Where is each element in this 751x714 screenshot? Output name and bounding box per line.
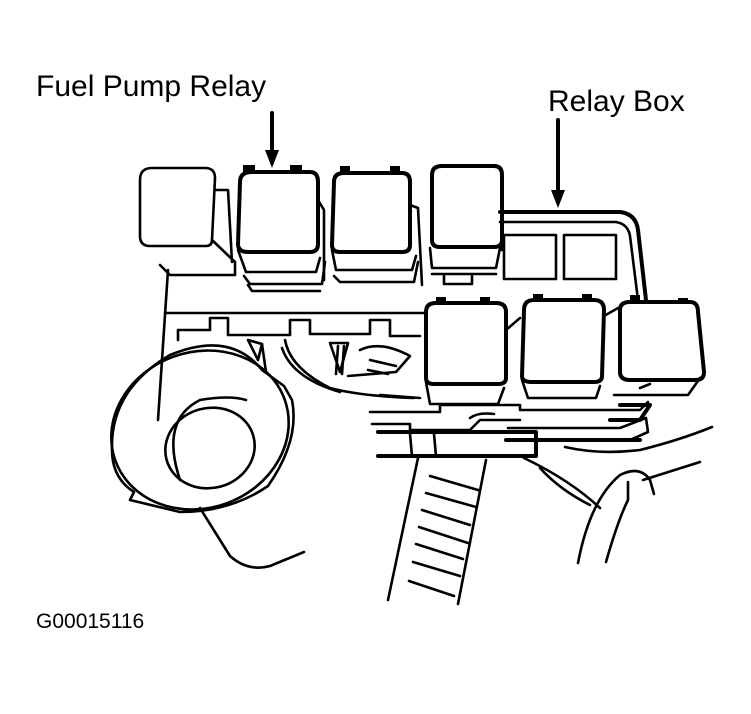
figure-id-label: G00015116 <box>36 610 145 633</box>
fuel-pump-relay-label: Fuel Pump Relay <box>36 70 267 103</box>
relay-box-label: Relay Box <box>548 85 685 118</box>
relay-box-arrow <box>551 118 565 208</box>
fuel-pump-relay <box>236 165 327 293</box>
side-cables <box>522 456 702 565</box>
inner-clips <box>246 338 422 400</box>
relay-lower-1 <box>424 297 508 406</box>
relay-lower-2 <box>504 294 606 400</box>
base-rails <box>368 400 714 458</box>
relay-upper-1 <box>138 166 237 277</box>
wiring-harness <box>386 456 488 606</box>
relay-box-housing <box>156 210 648 422</box>
relay-upper-3 <box>330 166 424 287</box>
relay-lower-3 <box>602 295 706 397</box>
fuel-pump-relay-arrow <box>265 111 279 168</box>
round-grommet <box>110 344 306 569</box>
relay-upper-4 <box>428 164 504 286</box>
